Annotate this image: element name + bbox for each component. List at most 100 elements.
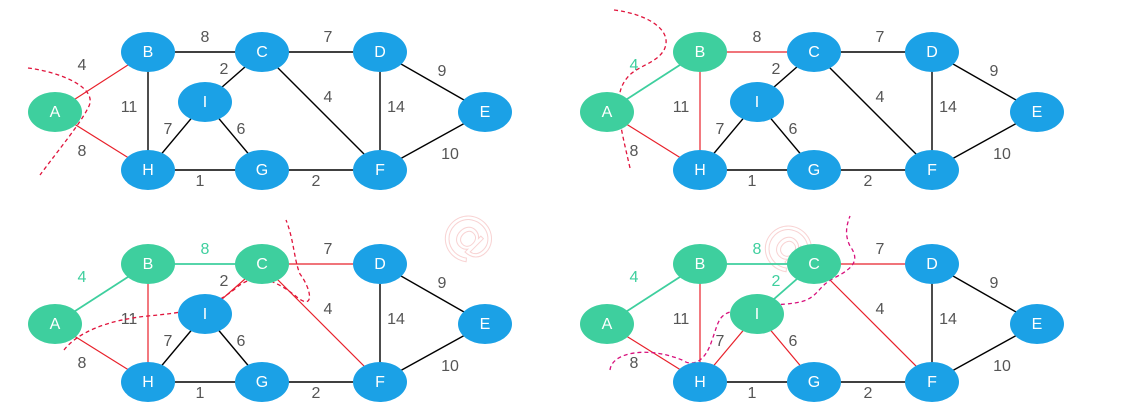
node-label-c: C <box>808 44 820 61</box>
edge-weight-bc: 8 <box>753 29 762 46</box>
node-label-e: E <box>480 104 491 121</box>
edge-weight-bh: 11 <box>673 311 690 328</box>
node-label-c: C <box>256 256 268 273</box>
node-e-unvisited <box>458 92 512 132</box>
node-g-unvisited <box>787 362 841 402</box>
edge-weight-ah: 8 <box>78 355 87 372</box>
edge-weight-cf: 4 <box>876 89 885 106</box>
edge-weight-ab: 4 <box>630 269 639 286</box>
node-d-unvisited <box>353 32 407 72</box>
edge-weight-df: 14 <box>939 99 957 116</box>
node-h-unvisited <box>121 362 175 402</box>
edge-cf-cut <box>261 263 381 383</box>
edge-weight-de: 9 <box>438 63 447 80</box>
node-b-visited <box>121 244 175 284</box>
node-label-a: A <box>602 104 613 121</box>
edge-weight-df: 14 <box>939 311 957 328</box>
edge-weight-cd: 7 <box>876 29 885 46</box>
node-b-unvisited <box>121 32 175 72</box>
node-label-d: D <box>374 256 386 273</box>
node-i-unvisited <box>730 82 784 122</box>
edge-cf-cut <box>813 263 933 383</box>
node-label-a: A <box>50 316 61 333</box>
node-label-a: A <box>602 316 613 333</box>
node-b-visited <box>673 244 727 284</box>
edge-weight-hi: 7 <box>164 333 173 350</box>
edge-weight-ef: 10 <box>441 358 459 375</box>
node-label-c: C <box>256 44 268 61</box>
node-label-f: F <box>375 374 385 391</box>
node-h-unvisited <box>673 150 727 190</box>
node-i-visited <box>730 294 784 334</box>
node-h-unvisited <box>121 150 175 190</box>
node-label-b: B <box>143 256 154 273</box>
edge-weight-df: 14 <box>387 311 405 328</box>
node-label-e: E <box>1032 104 1043 121</box>
node-label-f: F <box>375 162 385 179</box>
node-f-unvisited <box>905 362 959 402</box>
node-c-visited <box>787 244 841 284</box>
node-label-g: G <box>256 162 268 179</box>
edge-weight-cd: 7 <box>324 241 333 258</box>
node-b-visited <box>673 32 727 72</box>
node-a-visited <box>580 304 634 344</box>
node-i-unvisited <box>178 294 232 334</box>
edge-weight-cd: 7 <box>876 241 885 258</box>
edge-weight-fg: 2 <box>312 385 321 402</box>
node-label-h: H <box>694 374 706 391</box>
edge-weight-gi: 6 <box>237 121 246 138</box>
edge-weight-ab: 4 <box>630 57 639 74</box>
cut-dashed-curve <box>609 215 856 371</box>
edge-weight-bh: 11 <box>121 311 138 328</box>
node-label-c: C <box>808 256 820 273</box>
edge-weight-ef: 10 <box>993 358 1011 375</box>
node-label-i: I <box>755 306 759 323</box>
node-label-g: G <box>808 374 820 391</box>
node-f-unvisited <box>353 362 407 402</box>
edge-weight-cd: 7 <box>324 29 333 46</box>
edge-weight-cf: 4 <box>324 89 333 106</box>
edge-weight-ci: 2 <box>220 273 229 290</box>
cut-line <box>63 219 311 351</box>
node-a-visited <box>580 92 634 132</box>
edge-weight-gh: 1 <box>748 173 757 190</box>
node-f-unvisited <box>353 150 407 190</box>
node-g-unvisited <box>235 150 289 190</box>
edge-weight-fg: 2 <box>864 173 873 190</box>
edge-weight-gh: 1 <box>196 173 205 190</box>
edge-weight-ah: 8 <box>630 355 639 372</box>
node-h-unvisited <box>673 362 727 402</box>
edge-weight-gh: 1 <box>196 385 205 402</box>
edge-weight-ci: 2 <box>220 61 229 78</box>
edge-weight-cf: 4 <box>324 301 333 318</box>
edge-weight-de: 9 <box>990 63 999 80</box>
edge-weight-ci: 2 <box>772 61 781 78</box>
edge-weight-bh: 11 <box>673 99 690 116</box>
node-i-unvisited <box>178 82 232 122</box>
edge-weight-hi: 7 <box>164 121 173 138</box>
node-e-unvisited <box>458 304 512 344</box>
node-c-visited <box>235 244 289 284</box>
node-g-unvisited <box>235 362 289 402</box>
edge-weight-ef: 10 <box>993 146 1011 163</box>
node-label-g: G <box>808 162 820 179</box>
edge-weight-ef: 10 <box>441 146 459 163</box>
edge-weight-ab: 4 <box>78 57 87 74</box>
watermark-at-1: @ <box>431 197 510 276</box>
cut-dashed-curve <box>27 67 91 176</box>
node-label-i: I <box>203 94 207 111</box>
node-e-unvisited <box>1010 92 1064 132</box>
node-f-unvisited <box>905 150 959 190</box>
node-c-unvisited <box>235 32 289 72</box>
node-d-unvisited <box>905 32 959 72</box>
node-label-i: I <box>203 306 207 323</box>
edge-weight-bc: 8 <box>201 29 210 46</box>
node-d-unvisited <box>905 244 959 284</box>
node-label-d: D <box>926 44 938 61</box>
